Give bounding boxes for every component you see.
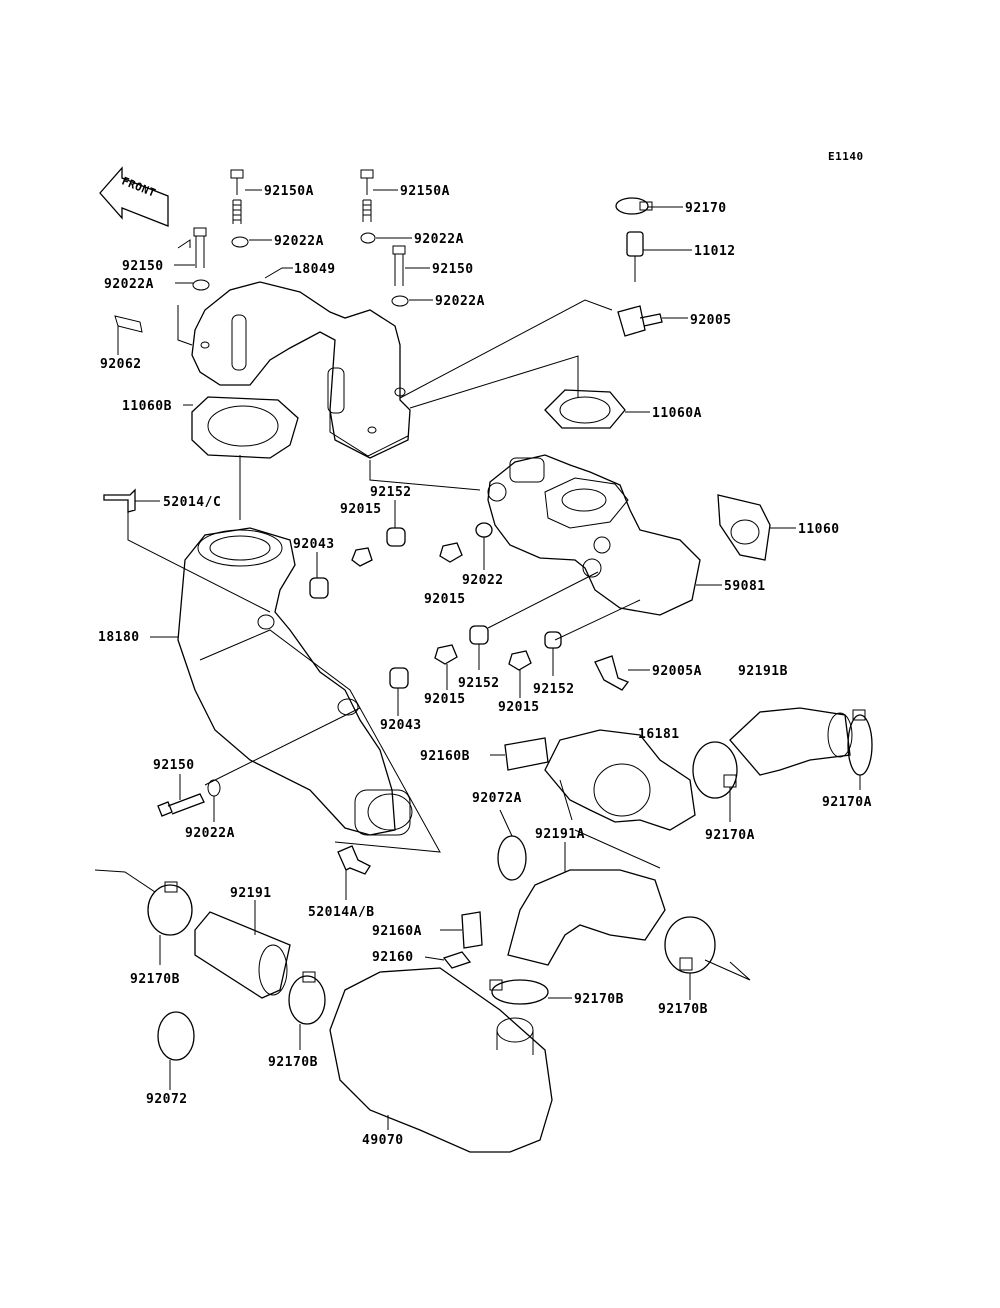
label-92015-1: 92015 bbox=[340, 502, 382, 517]
hose-92191 bbox=[194, 911, 291, 999]
clamp-92170b-right bbox=[664, 916, 716, 974]
label-52014c: 52014/C bbox=[163, 495, 221, 510]
label-92150a-2: 92150A bbox=[400, 184, 450, 199]
washer-92022 bbox=[475, 522, 493, 538]
label-92152-3: 92152 bbox=[533, 682, 575, 697]
muffler-49070 bbox=[329, 967, 553, 1153]
label-92072: 92072 bbox=[146, 1092, 188, 1107]
label-59081: 59081 bbox=[724, 579, 766, 594]
fitting-52014ab bbox=[337, 845, 371, 875]
label-92015-3: 92015 bbox=[424, 692, 466, 707]
gasket-11060 bbox=[717, 494, 771, 561]
collar-92043-bottom bbox=[389, 667, 409, 689]
label-11060b: 11060B bbox=[122, 399, 172, 414]
label-92150-1: 92150 bbox=[122, 259, 164, 274]
label-92170a-2: 92170A bbox=[705, 828, 755, 843]
decal-92160 bbox=[442, 951, 472, 969]
label-11060a: 11060A bbox=[652, 406, 702, 421]
clamp-92170b-left bbox=[147, 881, 193, 936]
front-label: FRONT bbox=[120, 174, 158, 199]
label-92150-3: 92150 bbox=[153, 758, 195, 773]
front-arrow-icon: FRONT bbox=[99, 166, 169, 227]
collar-92152-b bbox=[469, 625, 489, 645]
label-92160b: 92160B bbox=[420, 749, 470, 764]
label-92152-1: 92152 bbox=[370, 485, 412, 500]
gasket-11060b bbox=[191, 396, 299, 459]
label-92170a-1: 92170A bbox=[822, 795, 872, 810]
label-92160a: 92160A bbox=[372, 924, 422, 939]
label-92170b-1: 92170B bbox=[130, 972, 180, 987]
label-92005a: 92005A bbox=[652, 664, 702, 679]
collar-92152-c bbox=[544, 631, 562, 649]
bolt-92150a-right bbox=[360, 169, 376, 244]
part-labels: 92150A 92150A 92170 92022A 92022A 11012 … bbox=[98, 184, 872, 1148]
cap-11012 bbox=[626, 231, 644, 282]
label-92022a-3: 92022A bbox=[104, 277, 154, 292]
bolt-92150a-left bbox=[230, 169, 249, 248]
pipe-16181 bbox=[544, 729, 696, 831]
label-92150a-1: 92150A bbox=[264, 184, 314, 199]
clamp-92170b-lower bbox=[288, 971, 326, 1025]
label-92015-2: 92015 bbox=[424, 592, 466, 607]
label-92015-4: 92015 bbox=[498, 700, 540, 715]
fitting-92062 bbox=[114, 315, 143, 333]
label-92072a: 92072A bbox=[472, 791, 522, 806]
label-92005: 92005 bbox=[690, 313, 732, 328]
label-92191a: 92191A bbox=[535, 827, 585, 842]
label-92022a-4: 92022A bbox=[435, 294, 485, 309]
diagram-code: E1140 bbox=[828, 150, 864, 163]
exhaust-manifold-18049 bbox=[191, 281, 411, 459]
nut-92015-d bbox=[508, 650, 532, 671]
label-52014ab: 52014A/B bbox=[308, 905, 375, 920]
fitting-52014c bbox=[103, 488, 136, 513]
label-92170b-3: 92170B bbox=[658, 1002, 708, 1017]
label-92191: 92191 bbox=[230, 886, 272, 901]
label-92170-top: 92170 bbox=[685, 201, 727, 216]
label-92170b-4: 92170B bbox=[268, 1055, 318, 1070]
nut-92015-b bbox=[439, 542, 463, 563]
bolt-92150-lower bbox=[157, 779, 221, 817]
label-92152-2: 92152 bbox=[458, 676, 500, 691]
label-18049: 18049 bbox=[294, 262, 336, 277]
label-92022a-2: 92022A bbox=[414, 232, 464, 247]
clamp-92170-top bbox=[615, 197, 653, 215]
fitting-92005 bbox=[617, 305, 663, 337]
label-92191b: 92191B bbox=[738, 664, 788, 679]
hose-92191b bbox=[729, 707, 853, 776]
label-92062: 92062 bbox=[100, 357, 142, 372]
label-92170b-2: 92170B bbox=[574, 992, 624, 1007]
decal-92160b bbox=[504, 737, 549, 771]
leader-lines bbox=[94, 189, 861, 1130]
label-92043-1: 92043 bbox=[293, 537, 335, 552]
collar-92152-a bbox=[386, 527, 406, 547]
label-92022-1: 92022 bbox=[462, 573, 504, 588]
label-16181: 16181 bbox=[638, 727, 680, 742]
label-92160: 92160 bbox=[372, 950, 414, 965]
band-92072a bbox=[497, 835, 527, 881]
label-92022a-1: 92022A bbox=[274, 234, 324, 249]
band-92072 bbox=[157, 1011, 195, 1061]
decal-92160a bbox=[461, 911, 483, 949]
gasket-11060a bbox=[544, 389, 626, 429]
label-11012: 11012 bbox=[694, 244, 736, 259]
collar-92043-top bbox=[309, 577, 329, 599]
label-92043-2: 92043 bbox=[380, 718, 422, 733]
nut-92015-c bbox=[434, 644, 458, 665]
bolt-92150-left bbox=[192, 227, 210, 291]
label-49070: 49070 bbox=[362, 1133, 404, 1148]
nut-92015-a bbox=[351, 547, 373, 567]
expansion-chamber-18180 bbox=[177, 527, 413, 836]
label-18180: 18180 bbox=[98, 630, 140, 645]
label-92022a-5: 92022A bbox=[185, 826, 235, 841]
exhaust-adapter-59081 bbox=[487, 454, 701, 616]
bolt-92150-center bbox=[391, 245, 409, 307]
fitting-92005a bbox=[594, 655, 630, 691]
hose-92191a bbox=[507, 869, 666, 966]
label-92150-2: 92150 bbox=[432, 262, 474, 277]
clamp-92170b-center bbox=[489, 979, 549, 1005]
label-11060: 11060 bbox=[798, 522, 840, 537]
